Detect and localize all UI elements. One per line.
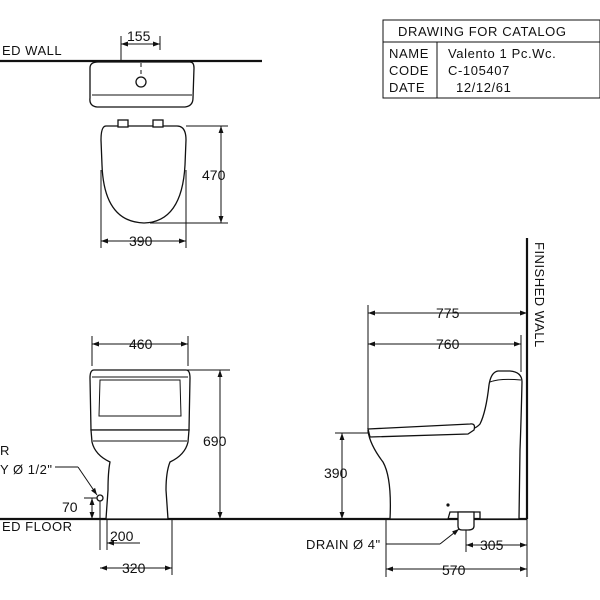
dim-front-height: 690 (203, 433, 227, 449)
finished-wall-top-label: ED WALL (2, 43, 62, 58)
dim-side-drain-offset: 305 (480, 537, 504, 553)
dim-side-body-length: 760 (436, 336, 460, 352)
drain-pipe (457, 511, 475, 531)
dim-side-base-length: 570 (442, 562, 466, 578)
title-block-heading: DRAWING FOR CATALOG (398, 24, 567, 39)
dim-supply-height: 70 (62, 499, 78, 515)
title-block: DRAWING FOR CATALOG NAME Valento 1 Pc.Wc… (382, 19, 600, 99)
dim-top-width: 390 (129, 233, 153, 249)
dim-top-offset: 155 (127, 28, 151, 44)
supply-valve (96, 494, 104, 502)
supply-label-line1: R (0, 443, 10, 458)
body-outline-side (367, 370, 523, 520)
dim-front-base-outer: 320 (122, 560, 146, 576)
tank-outline-front (89, 369, 191, 431)
finished-wall-side-label: FINISHED WALL (532, 242, 547, 348)
title-block-frame (382, 19, 600, 99)
seat-outline-side (367, 423, 476, 438)
title-date-label: DATE (389, 80, 425, 95)
dim-side-overall-length: 775 (436, 305, 460, 321)
title-code-value: C-105407 (448, 63, 510, 78)
dim-top-depth: 470 (202, 167, 226, 183)
finished-floor-label: ED FLOOR (2, 519, 72, 534)
top-view: ED WALL 155 470 390 (0, 28, 262, 249)
seat-outline-top (100, 125, 187, 224)
title-code-label: CODE (389, 63, 429, 78)
title-name-value: Valento 1 Pc.Wc. (448, 46, 556, 61)
dim-front-base-inner: 200 (110, 528, 134, 544)
bowl-outline-front (90, 429, 190, 520)
dim-side-seat-height: 390 (324, 465, 348, 481)
title-date-value: 12/12/61 (456, 80, 511, 95)
side-view: FINISHED WALL 775 760 390 DRAIN Ø 4" 305 (306, 238, 547, 578)
flush-button (135, 76, 147, 88)
supply-label-line2: Y Ø 1/2" (0, 462, 52, 477)
drain-label: DRAIN Ø 4" (306, 537, 381, 552)
title-name-label: NAME (389, 46, 429, 61)
front-view: 460 690 R Y Ø 1/2" 70 200 320 (0, 336, 230, 576)
dim-front-width: 460 (129, 336, 153, 352)
